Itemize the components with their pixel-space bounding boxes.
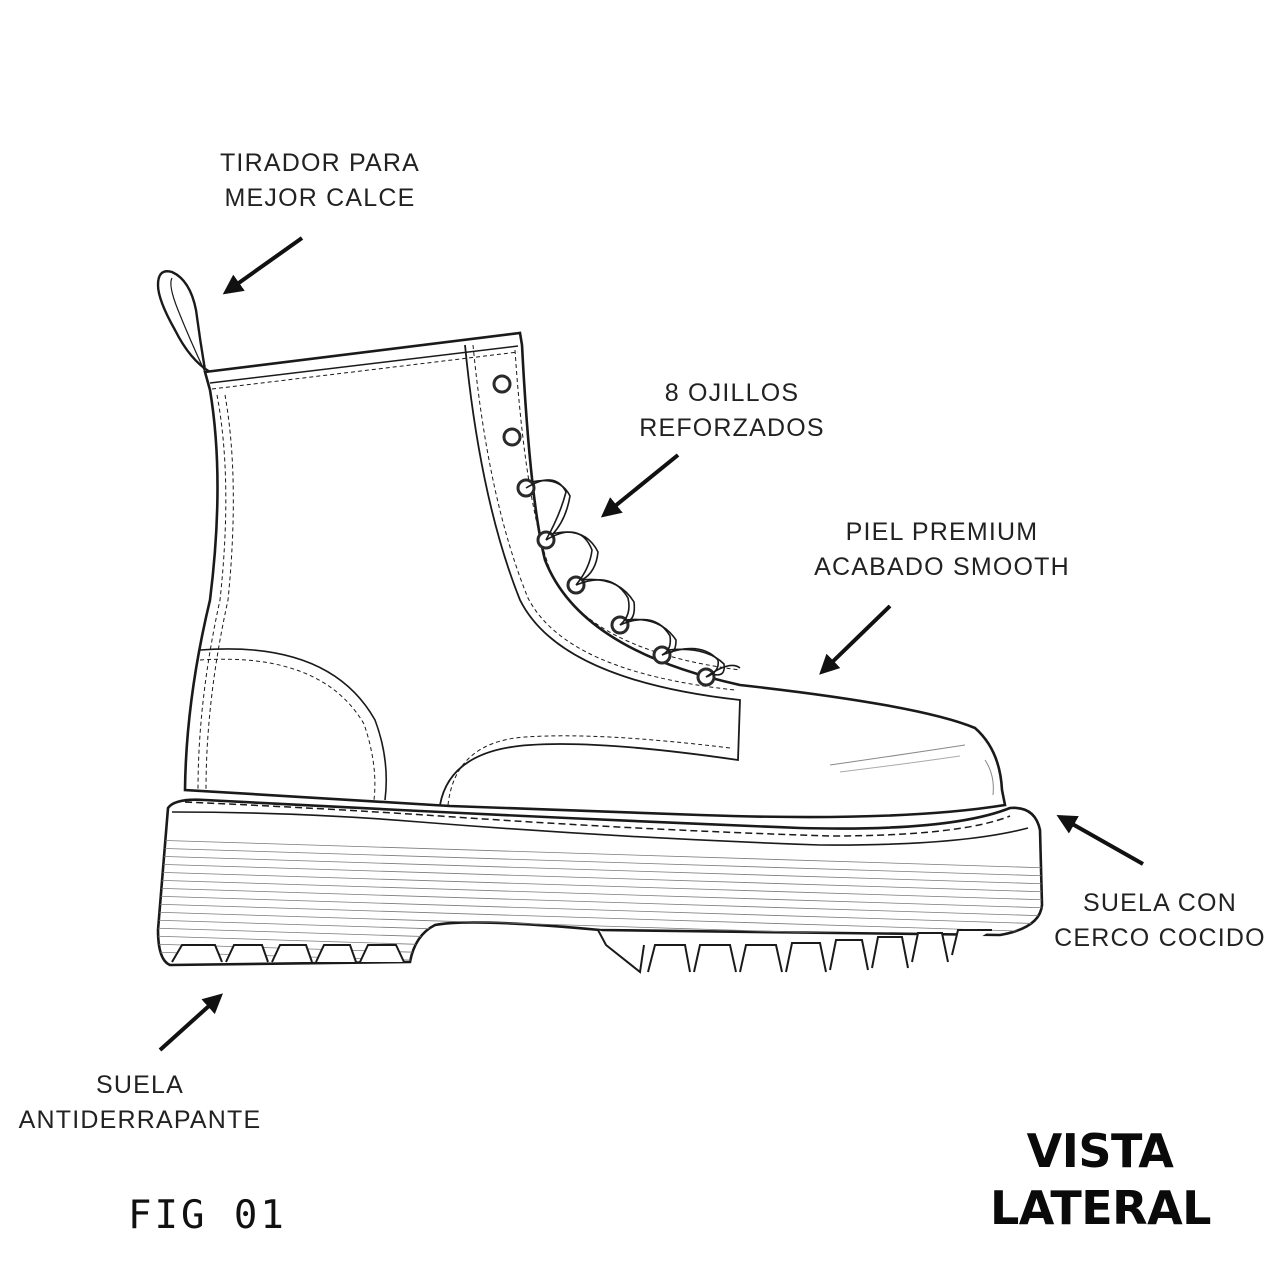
callout-text: 8 OJILLOS [664, 379, 800, 407]
callout-text: TIRADOR PARA [219, 149, 421, 177]
view-title: VISTA LATERAL [990, 1123, 1211, 1237]
view-title-line: VISTA [1026, 1124, 1174, 1178]
laces [525, 479, 741, 678]
callout-text: SUELA CON [1083, 889, 1237, 917]
boot-upper [183, 331, 1007, 819]
callout-text: ANTIDERRAPANTE [18, 1106, 262, 1134]
callout-eyelets: 8 OJILLOS REFORZADOS [572, 376, 892, 446]
arrow-pull-tab [222, 236, 304, 295]
pull-loop [156, 270, 211, 374]
platform-sole [156, 798, 1044, 974]
callout-text: SUELA [96, 1071, 184, 1099]
arrow-leather [819, 604, 892, 675]
arrow-sole [158, 993, 223, 1052]
callout-pull-tab: TIRADOR PARA MEJOR CALCE [160, 146, 480, 216]
arrow-welt [1056, 815, 1144, 866]
callout-sole: SUELA ANTIDERRAPANTE [5, 1068, 275, 1138]
callout-text: PIEL PREMIUM [845, 518, 1039, 546]
callout-text: ACABADO SMOOTH [814, 553, 1070, 581]
callout-welt: SUELA CON CERCO COCIDO [1030, 886, 1280, 956]
callout-text: CERCO COCIDO [1054, 924, 1266, 952]
callout-text: MEJOR CALCE [224, 184, 416, 212]
callout-leather: PIEL PREMIUM ACABADO SMOOTH [772, 515, 1112, 585]
view-title-line: LATERAL [990, 1181, 1211, 1235]
arrow-eyelets [600, 453, 680, 518]
figure-label: FIG 01 [128, 1193, 287, 1238]
callout-text: REFORZADOS [639, 414, 825, 442]
